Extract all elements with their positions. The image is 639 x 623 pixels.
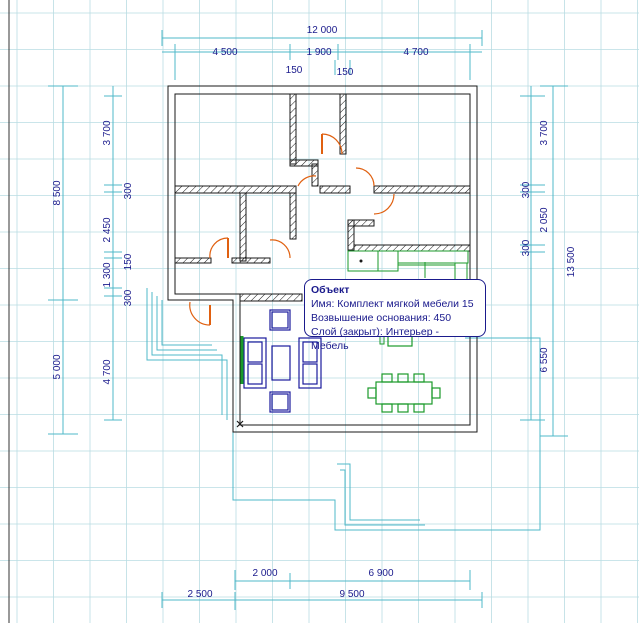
dim-right-4: 300 [521,239,532,256]
dim-bottom-lower-1: 2 500 [187,589,212,600]
dim-top-wall-left: 150 [286,65,303,76]
dim-left-outer-1: 8 500 [52,180,63,205]
dim-left-inner-4: 150 [123,253,134,270]
exterior-walls [167,85,478,433]
dimension-labels: 12 000 4 500 1 900 4 700 150 150 2 000 6… [52,25,577,600]
tooltip-name: Имя: Комплект мягкой мебели 15 [311,298,474,310]
kitchen-sink-marker [359,259,363,263]
dim-right-3: 2 050 [539,207,550,232]
dining-table [367,373,441,413]
object-info-tooltip: Объект Имя: Комплект мягкой мебели 15 Во… [304,279,486,352]
tooltip-elevation: Возвышение основания: 450 [311,312,452,324]
dim-right-5: 6 550 [539,347,550,372]
dimension-lines [48,30,568,610]
dim-left-inner-6: 300 [123,289,134,306]
sofa-set[interactable] [243,309,322,413]
dim-top-seg-2: 1 900 [306,47,331,58]
dim-left-outer-2: 5 000 [52,354,63,379]
dim-top-overall: 12 000 [307,25,338,36]
dim-top-seg-3: 4 700 [403,47,428,58]
dim-left-inner-1: 3 700 [102,120,113,145]
interior-walls [174,93,471,302]
dim-left-inner-3: 2 450 [102,217,113,242]
kitchen-counter [347,250,469,324]
tooltip-layer: Слой (закрыт): Интерьер - Мебель [311,326,439,352]
dim-bottom-lower-2: 9 500 [339,589,364,600]
doors [189,133,395,326]
dim-left-inner-5: 1 300 [102,262,113,287]
tooltip-title: Объект [311,284,350,296]
dim-bottom-upper-2: 6 900 [368,568,393,579]
dim-right-2: 300 [521,181,532,198]
dim-bottom-upper-1: 2 000 [252,568,277,579]
dim-top-seg-1: 4 500 [212,47,237,58]
dim-left-inner-7: 4 700 [102,359,113,384]
dim-right-1: 3 700 [539,120,550,145]
dim-top-wall-right: 150 [337,67,354,78]
dim-right-overall: 13 500 [566,246,577,277]
dim-left-inner-2: 300 [123,182,134,199]
origin-cross-icon [236,420,244,428]
